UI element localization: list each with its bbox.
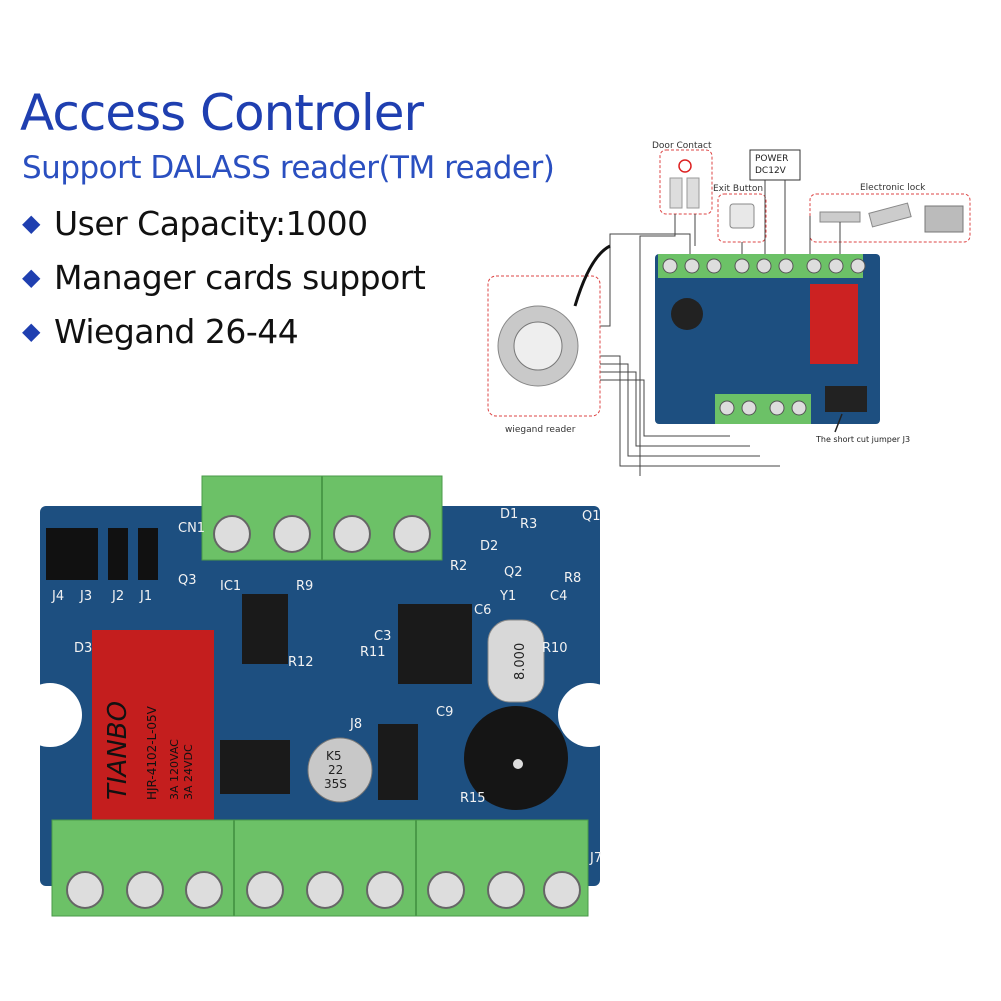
label-q1: Q1	[582, 509, 601, 524]
feature-list: ◆ User Capacity:1000 ◆ Manager cards suppo…	[22, 200, 426, 362]
wiring-diagram: Door Contact POWER DC12V Exit Button Ele…	[487, 141, 971, 476]
label-d3: D3	[74, 641, 92, 656]
label-r15: R15	[460, 791, 486, 806]
diamond-bullet-icon: ◆	[22, 209, 40, 237]
label-q3: Q3	[178, 573, 197, 588]
relay-rating-2: 3A 24VDC	[182, 744, 195, 800]
relay	[92, 630, 214, 836]
relay-brand: TIANBO	[103, 701, 133, 800]
label-j8: J8	[349, 717, 362, 732]
door-contact-box	[659, 149, 713, 215]
label-q2: Q2	[504, 565, 523, 580]
diagram-screws	[662, 258, 866, 274]
diamond-bullet-icon: ◆	[22, 317, 40, 345]
jumper-j2	[108, 528, 128, 580]
feature-item: ◆ User Capacity:1000	[22, 200, 425, 254]
silkscreen-labels: J4 J3 J2 J1 CN1 IC1 Q3 R9 R3 D1 R2 D2 Q2…	[51, 507, 602, 866]
mount-notch-left	[30, 683, 82, 747]
door-contact-icon	[678, 159, 692, 173]
wiegand-reader-label: wiegand reader	[505, 425, 576, 435]
label-j3: J3	[79, 589, 92, 604]
label-r9: R9	[296, 579, 313, 594]
jumper-arrow-icon	[834, 413, 843, 433]
wiegand-reader-lens	[513, 321, 563, 371]
page-title: Access Controler	[20, 84, 424, 142]
label-ic1: IC1	[220, 579, 241, 594]
label-r10: R10	[542, 641, 568, 656]
buzzer-hole	[513, 759, 523, 769]
jumper-note: The short cut jumper J3	[815, 435, 910, 444]
exit-button-label: Exit Button	[713, 184, 763, 194]
feature-item: ◆ Wiegand 26-44	[22, 308, 425, 362]
label-j2: J2	[111, 589, 124, 604]
bottom-terminal-screws	[66, 871, 581, 909]
diagram-relay	[810, 284, 858, 364]
label-r3: R3	[520, 517, 537, 532]
feature-item: ◆ Manager cards support	[22, 254, 426, 308]
feature-text: Wiegand 26-44	[53, 312, 299, 351]
label-r8: R8	[564, 571, 581, 586]
power-box	[749, 149, 801, 181]
magnetic-lock-icon	[924, 205, 964, 233]
wiegand-reader-box	[487, 275, 601, 417]
capacitor	[307, 737, 373, 803]
power-voltage: DC12V	[755, 166, 787, 176]
jumper-j1	[138, 528, 158, 580]
door-contact-label: Door Contact	[652, 141, 712, 151]
crystal-oscillator	[487, 619, 545, 703]
label-j4: J4	[51, 589, 64, 604]
diagram-screws-bottom	[719, 400, 807, 416]
diagram-jumper	[825, 386, 867, 412]
label-c9: C9	[436, 705, 453, 720]
pcb-board: TIANBO HJR-4102-L-05V 3A 120VAC 3A 24VDC…	[30, 475, 610, 917]
relay-rating-1: 3A 120VAC	[168, 739, 181, 800]
reader-cable	[573, 244, 611, 307]
diagram-buzzer	[671, 298, 703, 330]
lock-bolt-icon	[819, 211, 861, 223]
ic1-chip	[242, 594, 288, 664]
diode-chip	[378, 724, 418, 800]
page-subtitle: Support DALASS reader(TM reader)	[22, 150, 555, 186]
exit-button-icon	[729, 203, 755, 229]
regulator-chip	[220, 740, 290, 794]
door-contact-magnet	[669, 177, 683, 209]
label-r11: R11	[360, 645, 386, 660]
label-c6: C6	[474, 603, 491, 618]
label-r12: R12	[288, 655, 314, 670]
capacitor-label-2: 22	[328, 763, 343, 777]
diamond-bullet-icon: ◆	[22, 263, 40, 291]
feature-text: Manager cards support	[53, 258, 426, 297]
label-cn1: CN1	[178, 521, 205, 536]
label-c3: C3	[374, 629, 391, 644]
mount-notch-right	[558, 683, 610, 747]
main-ic-chip	[398, 604, 472, 684]
lock-strike-icon	[868, 202, 912, 228]
top-terminal-screws	[213, 515, 431, 553]
label-d2: D2	[480, 539, 498, 554]
crystal-label: 8.000	[513, 643, 528, 680]
electronic-lock-label: Electronic lock	[860, 183, 926, 193]
buzzer	[464, 706, 568, 810]
label-y1: Y1	[499, 589, 516, 604]
door-contact-switch	[686, 177, 700, 209]
jumper-j4-j3	[46, 528, 98, 580]
label-c4: C4	[550, 589, 567, 604]
label-r2: R2	[450, 559, 467, 574]
power-label: POWER	[755, 154, 788, 164]
feature-text: User Capacity:1000	[53, 204, 368, 243]
label-j1: J1	[139, 589, 152, 604]
label-d1: D1	[500, 507, 518, 522]
exit-button-box	[717, 193, 767, 243]
wires	[600, 180, 841, 476]
relay-model: HJR-4102-L-05V	[145, 705, 159, 800]
capacitor-label-1: K5	[326, 749, 342, 763]
capacitor-label-3: 35S	[324, 777, 347, 791]
label-j7: J7	[589, 851, 602, 866]
